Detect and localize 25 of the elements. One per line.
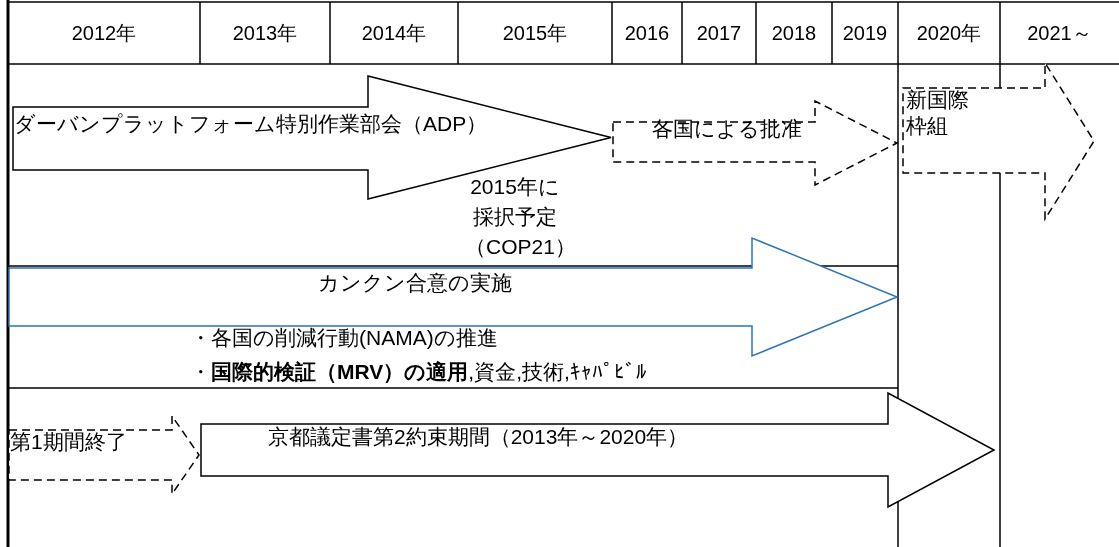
year-label: 2015年 (501, 21, 569, 45)
phase-band (8, 415, 200, 495)
year-label: 2019 (841, 21, 889, 45)
arrow-label: ダーバンプラットフォーム特別作業部会（ADP） (14, 111, 488, 137)
year-label: 2018 (770, 21, 818, 45)
year-label: 2020年 (915, 21, 983, 45)
year-label: 2016 (623, 21, 671, 45)
year-label: 2013年 (231, 21, 299, 45)
year-label: 2017 (695, 21, 743, 45)
phase-band (8, 237, 898, 357)
bullet-text: ・国際的検証（MRV）の適用,資金,技術,ｷｬﾊﾟﾋﾞﾙ (190, 360, 647, 384)
arrow-label: 新国際枠組 (906, 87, 970, 139)
phase-band (12, 75, 612, 200)
year-label: 2014年 (360, 21, 428, 45)
phase-band (612, 100, 898, 186)
year-label: 2012年 (70, 21, 138, 45)
note-text: 2015年に採択予定（COP21） (465, 174, 565, 260)
phase-band (200, 392, 995, 508)
arrow-label: 各国による批准 (652, 116, 802, 142)
phase-band (902, 62, 1095, 220)
arrow-label: 京都議定書第2約束期間（2013年～2020年） (268, 424, 689, 450)
year-label: 2021～ (1026, 21, 1093, 45)
bullet-text: ・各国の削減行動(NAMA)の推進 (190, 326, 498, 350)
arrow-label: 第1期間終了 (10, 429, 127, 455)
arrow-label: カンクン合意の実施 (318, 270, 512, 296)
